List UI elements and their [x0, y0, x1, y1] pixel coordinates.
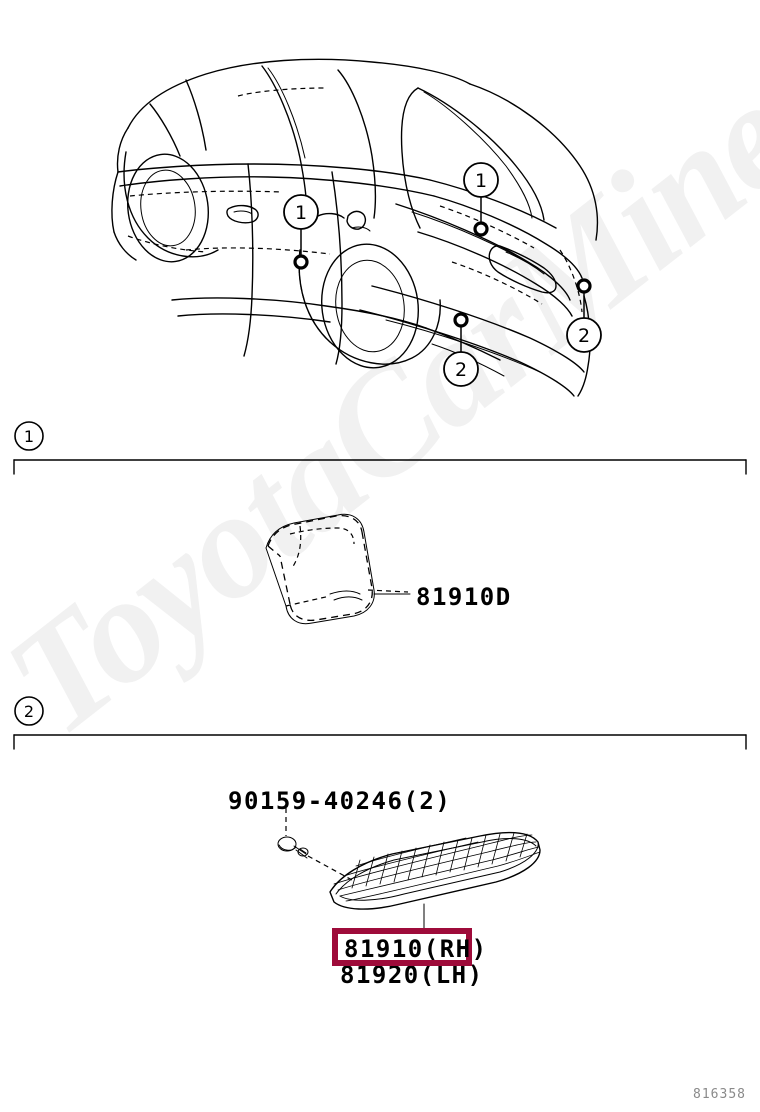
- part-number-81910d: 81910D: [416, 583, 512, 611]
- section-2-part-drawing: [0, 800, 760, 1000]
- screw-part: [277, 836, 309, 859]
- vehicle-callout-1a-label: 1: [295, 202, 307, 224]
- section-1-divider: 1: [0, 418, 760, 480]
- highlighted-part-number-box[interactable]: 81910(RH): [332, 928, 486, 966]
- section-2-divider: 2: [0, 693, 760, 755]
- section-1-marker-label: 1: [24, 427, 34, 446]
- diagram-footer-code: 816358: [693, 1087, 746, 1102]
- section-2-marker-label: 2: [24, 702, 34, 721]
- part-number-rh: 81910(RH): [344, 935, 488, 963]
- vehicle-callout-1b-label: 1: [475, 170, 487, 192]
- vehicle-illustration: 1 1 2 2: [0, 0, 760, 410]
- vehicle-callout-2b-label: 2: [578, 325, 590, 347]
- section-1-part-drawing: [0, 490, 760, 650]
- vehicle-callout-2a-label: 2: [455, 359, 467, 381]
- part-number-screw: 90159-40246(2): [228, 787, 452, 815]
